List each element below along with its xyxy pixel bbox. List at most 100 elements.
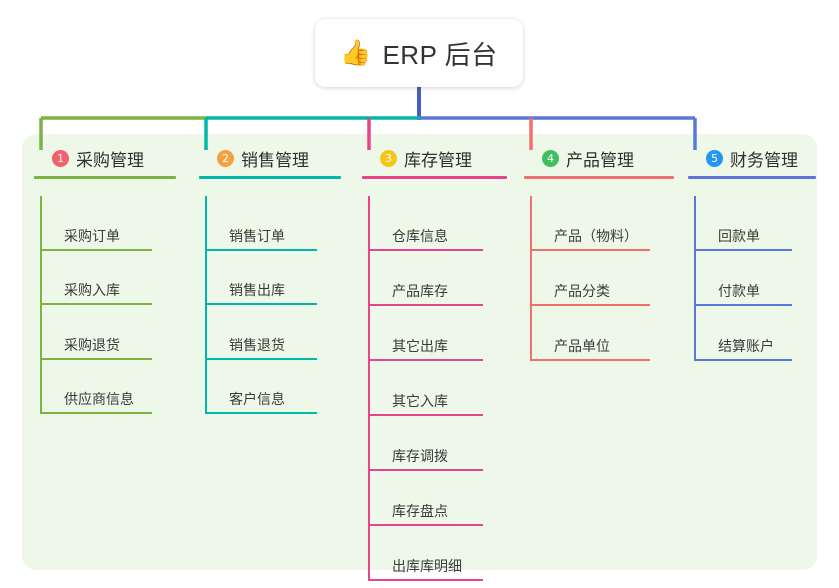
list-item-rule bbox=[530, 249, 650, 251]
list-item[interactable]: 其它入库 bbox=[362, 361, 510, 416]
branch-items: 仓库信息产品库存其它出库其它入库库存调拨库存盘点出库库明细 bbox=[362, 196, 510, 581]
branch-column-5: 5 财务管理回款单付款单结算账户 bbox=[688, 146, 828, 361]
branch-number-badge: 1 bbox=[52, 149, 69, 167]
list-item[interactable]: 产品（物料） bbox=[524, 196, 672, 251]
list-item[interactable]: 库存调拨 bbox=[362, 416, 510, 471]
list-item-rule bbox=[368, 304, 483, 306]
thumbs-up-icon: 👍 bbox=[340, 38, 372, 67]
list-item-rule bbox=[694, 249, 792, 251]
list-item-rule bbox=[368, 359, 483, 361]
branch-vertical-connector bbox=[205, 196, 207, 414]
list-item[interactable]: 回款单 bbox=[688, 196, 828, 251]
branch-title: 销售管理 bbox=[241, 150, 309, 170]
list-item-rule bbox=[694, 359, 792, 361]
list-item-label: 付款单 bbox=[718, 283, 760, 299]
list-item[interactable]: 结算账户 bbox=[688, 306, 828, 361]
list-item-rule bbox=[368, 579, 483, 581]
list-item[interactable]: 销售订单 bbox=[199, 196, 349, 251]
branch-header-2[interactable]: 2 销售管理 bbox=[199, 146, 349, 170]
list-item-rule bbox=[205, 412, 317, 414]
list-item-label: 采购订单 bbox=[64, 227, 120, 244]
list-item-rule bbox=[40, 248, 152, 251]
branch-title: 产品管理 bbox=[566, 150, 634, 170]
list-item[interactable]: 采购入库 bbox=[34, 251, 186, 305]
list-item[interactable]: 产品分类 bbox=[524, 251, 672, 306]
branch-items: 采购订单采购入库采购退货供应商信息 bbox=[34, 196, 186, 414]
list-item[interactable]: 付款单 bbox=[688, 251, 828, 306]
list-item-label: 其它入库 bbox=[392, 393, 448, 409]
list-item-rule bbox=[40, 357, 152, 360]
branch-column-4: 4 产品管理产品（物料） 产品分类产品单位 bbox=[524, 146, 674, 361]
list-item[interactable]: 产品单位 bbox=[524, 306, 672, 361]
root-node[interactable]: 👍 ERP 后台 bbox=[315, 19, 523, 87]
branch-column-2: 2 销售管理销售订单销售出库销售退货客户信息 bbox=[199, 146, 349, 414]
list-item-label: 供应商信息 bbox=[64, 391, 134, 407]
branch-title: 库存管理 bbox=[404, 150, 472, 170]
list-item[interactable]: 其它出库 bbox=[362, 306, 510, 361]
list-item-rule bbox=[205, 357, 317, 360]
branch-vertical-connector bbox=[40, 196, 42, 414]
list-item-label: 采购退货 bbox=[64, 336, 120, 353]
list-item[interactable]: 销售出库 bbox=[199, 251, 349, 305]
list-item-rule bbox=[205, 248, 317, 251]
list-item-rule bbox=[368, 524, 483, 526]
list-item-label: 库存盘点 bbox=[392, 503, 448, 519]
list-item-rule bbox=[40, 412, 152, 414]
branch-items: 产品（物料） 产品分类产品单位 bbox=[524, 196, 672, 361]
list-item-label: 仓库信息 bbox=[392, 228, 448, 244]
list-item-label: 销售退货 bbox=[229, 336, 285, 353]
branch-header-5[interactable]: 5 财务管理 bbox=[688, 146, 828, 170]
list-item-label: 采购入库 bbox=[64, 282, 120, 298]
branch-vertical-connector bbox=[694, 196, 696, 361]
list-item[interactable]: 销售退货 bbox=[199, 305, 349, 360]
branch-number-badge: 2 bbox=[217, 149, 234, 167]
list-item-label: 销售订单 bbox=[229, 227, 285, 244]
branch-panel-background bbox=[22, 134, 817, 570]
list-item-rule bbox=[694, 304, 792, 306]
branch-title: 采购管理 bbox=[76, 150, 144, 170]
list-item-rule bbox=[530, 304, 650, 306]
list-item-label: 出库库明细 bbox=[392, 558, 462, 574]
list-item[interactable]: 采购订单 bbox=[34, 196, 186, 251]
branch-header-rule bbox=[34, 176, 176, 179]
list-item-label: 产品单位 bbox=[554, 338, 610, 354]
root-title: ERP 后台 bbox=[382, 39, 498, 70]
list-item-label: 产品（物料） bbox=[554, 228, 638, 244]
list-item[interactable]: 仓库信息 bbox=[362, 196, 510, 251]
branch-items: 销售订单销售出库销售退货客户信息 bbox=[199, 196, 349, 414]
list-item[interactable]: 出库库明细 bbox=[362, 526, 510, 581]
list-item[interactable]: 供应商信息 bbox=[34, 360, 186, 414]
branch-number-badge: 4 bbox=[542, 149, 559, 167]
branch-vertical-connector bbox=[530, 196, 532, 361]
branch-number-badge: 5 bbox=[706, 149, 723, 167]
list-item[interactable]: 采购退货 bbox=[34, 305, 186, 360]
list-item-label: 其它出库 bbox=[392, 338, 448, 354]
list-item-label: 结算账户 bbox=[718, 338, 774, 354]
list-item-label: 产品分类 bbox=[554, 283, 610, 299]
branch-header-1[interactable]: 1 采购管理 bbox=[34, 146, 186, 170]
branch-header-rule bbox=[524, 176, 674, 179]
list-item-label: 回款单 bbox=[718, 228, 760, 244]
branch-items: 回款单付款单结算账户 bbox=[688, 196, 828, 361]
list-item[interactable]: 产品库存 bbox=[362, 251, 510, 306]
list-item[interactable]: 库存盘点 bbox=[362, 471, 510, 526]
list-item-rule bbox=[368, 469, 483, 471]
branch-title: 财务管理 bbox=[730, 150, 798, 170]
branch-header-rule bbox=[199, 176, 341, 179]
list-item-label: 产品库存 bbox=[392, 283, 448, 299]
list-item-rule bbox=[368, 414, 483, 416]
list-item[interactable]: 客户信息 bbox=[199, 360, 349, 414]
branch-vertical-connector bbox=[368, 196, 370, 581]
branch-header-rule bbox=[688, 176, 816, 179]
list-item-label: 客户信息 bbox=[229, 391, 285, 407]
list-item-label: 库存调拨 bbox=[392, 448, 448, 464]
branch-header-rule bbox=[362, 176, 507, 179]
branch-header-4[interactable]: 4 产品管理 bbox=[524, 146, 672, 170]
list-item-label: 销售出库 bbox=[229, 282, 285, 298]
list-item-rule bbox=[205, 303, 317, 305]
list-item-rule bbox=[40, 303, 152, 305]
list-item-rule bbox=[368, 249, 483, 251]
